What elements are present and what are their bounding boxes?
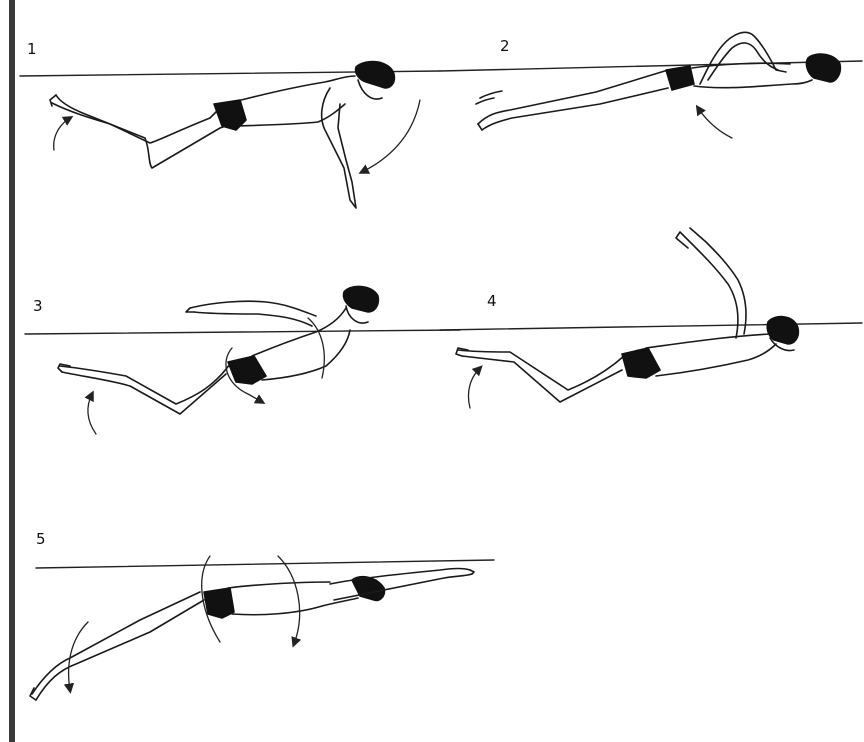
swimmer-figure-5: [30, 556, 494, 700]
swimmer-figure-3: [25, 286, 460, 434]
water-line-5: [36, 560, 494, 568]
swimsuit-5: [204, 588, 234, 618]
leg-upper-1: [56, 95, 232, 168]
swimmer-figure-4: [440, 228, 862, 408]
swimsuit-4: [622, 348, 660, 378]
curved-arrow-2: [698, 108, 732, 138]
swimsuit-3: [228, 356, 266, 384]
curved-arrow-5: [69, 622, 88, 690]
swimmer-figure-1: [20, 62, 440, 208]
swimmer-figure-2: [440, 32, 862, 138]
water-line-2: [440, 61, 862, 71]
curved-arrow-1a: [54, 118, 70, 150]
arm-2: [700, 32, 786, 84]
curved-arrow-1b: [362, 100, 420, 172]
swim-cap-1: [356, 62, 395, 88]
water-line-3: [25, 330, 460, 334]
arm-4: [676, 232, 738, 338]
curved-arrow-3: [88, 394, 96, 434]
swim-cap-3: [343, 286, 378, 312]
swim-cap-2: [806, 54, 840, 82]
swimsuit-2: [666, 66, 694, 90]
leg-lower-1: [52, 103, 224, 143]
arm-1: [322, 88, 356, 208]
curved-arrow-4: [468, 368, 480, 408]
arm-5: [330, 569, 470, 585]
rotation-arc-5b: [278, 556, 300, 644]
swimsuit-1: [214, 100, 246, 130]
